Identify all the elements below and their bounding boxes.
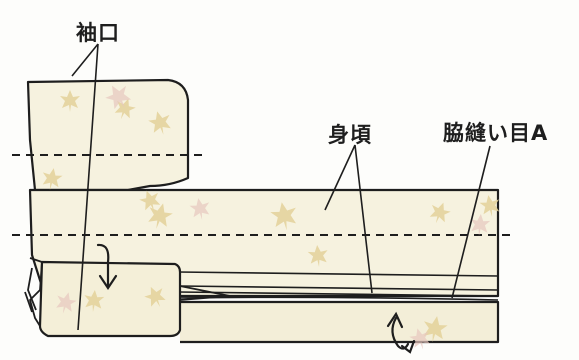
seam-lines — [177, 271, 499, 301]
lower-body-strip — [180, 300, 500, 344]
sleeve-tail — [179, 285, 231, 301]
folded-sleeve — [38, 260, 182, 338]
seam-leader-line — [451, 145, 491, 299]
sleeve-panel — [26, 78, 190, 192]
sleeve-fold-edge — [24, 257, 43, 327]
body-label: 身頃 — [328, 123, 372, 147]
cuff-leader-lines — [71, 43, 99, 331]
fold-down-arrow-icon — [96, 243, 118, 290]
double-arrow-icon — [386, 311, 416, 354]
cuff-label: 袖口 — [76, 21, 120, 45]
body-leader-lines — [324, 144, 373, 294]
side-seam-label: 脇縫い目A — [443, 121, 549, 145]
